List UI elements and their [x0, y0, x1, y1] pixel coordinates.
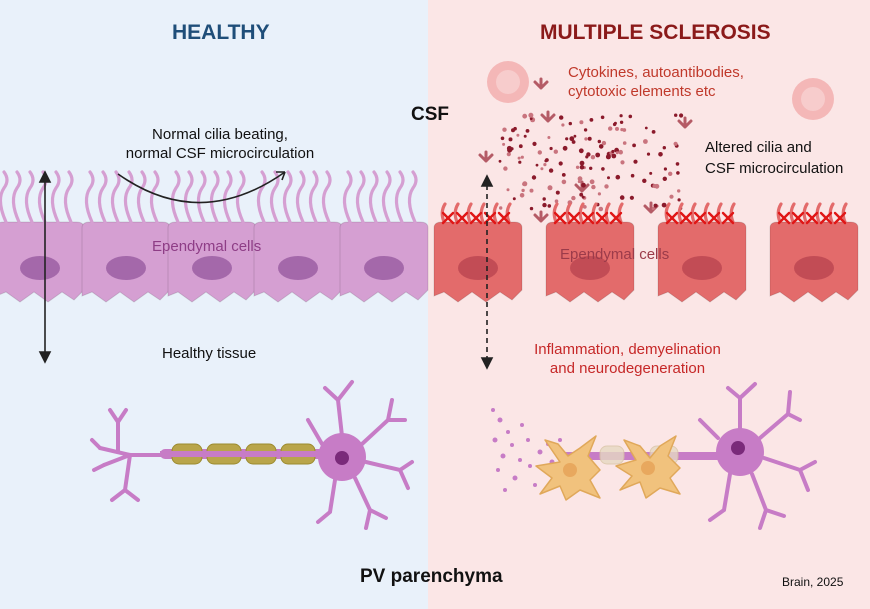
cilia-beat-arrow [117, 171, 286, 204]
cilia-crosses [553, 211, 623, 225]
normal-cilia-label: Normal cilia beating, normal CSF microci… [100, 125, 340, 163]
cytokine-dots [498, 112, 684, 212]
healthy-neuron [90, 380, 414, 530]
healthy-ependymal-cell [81, 170, 171, 303]
healthy-tissue-label: Healthy tissue [162, 345, 257, 362]
ms-ependymal-cell [657, 202, 747, 303]
ms-ependymal-layer [433, 202, 859, 303]
cilia-beat-arrowhead [276, 171, 286, 181]
ms-ependymal-cell [545, 202, 635, 303]
normal-cilia-line-1: Normal cilia beating, [152, 126, 288, 143]
citation: Brain, 2025 [782, 575, 844, 589]
healthy-ependymal-cell [339, 170, 429, 303]
healthy-title: HEALTHY [172, 21, 270, 44]
cytokines-line-2: cytotoxic elements etc [568, 83, 716, 100]
antibody-icons [478, 77, 693, 223]
ms-ependymal-cell [433, 202, 523, 303]
ms-title: MULTIPLE SCLEROSIS [540, 21, 771, 44]
cilia-crosses [777, 211, 847, 225]
altered-line-1: Altered cilia and [705, 139, 812, 156]
inflammation-line-2: and neurodegeneration [549, 360, 706, 377]
cilia [342, 170, 418, 224]
cilia [0, 170, 74, 224]
ependymal-label-right: Ependymal cells [560, 246, 670, 263]
ms-dashed-arrow [480, 174, 494, 370]
inflammation-line-1: Inflammation, demyelination [534, 341, 721, 358]
cilia-crosses [665, 211, 735, 225]
inflammatory-cells [487, 61, 834, 120]
altered-line-2: CSF microcirculation [705, 160, 844, 177]
ependymal-label-left: Ependymal cells [152, 238, 262, 255]
pv-parenchyma-label: PV parenchyma [360, 566, 503, 587]
inflammation-label: Inflammation, demyelination and neurodeg… [520, 340, 735, 378]
oligodendrocytes [535, 435, 681, 501]
cilia [170, 170, 246, 224]
altered-cilia-label: Altered cilia and CSF microcirculation [705, 137, 843, 179]
healthy-ependymal-cell [0, 170, 85, 303]
healthy-panel [0, 0, 428, 609]
cilia-crosses [441, 211, 511, 225]
healthy-double-arrow [38, 170, 52, 364]
ms-ependymal-cell [769, 202, 859, 303]
cytokines-label: Cytokines, autoantibodies, cytotoxic ele… [568, 63, 744, 101]
healthy-ependymal-cell [167, 170, 257, 303]
healthy-ependymal-layer [0, 170, 429, 303]
cilia [256, 170, 332, 224]
csf-label: CSF [411, 104, 449, 125]
normal-cilia-line-2: normal CSF microcirculation [125, 145, 315, 162]
healthy-ependymal-cell [253, 170, 343, 303]
cytokines-line-1: Cytokines, autoantibodies, [568, 64, 744, 81]
